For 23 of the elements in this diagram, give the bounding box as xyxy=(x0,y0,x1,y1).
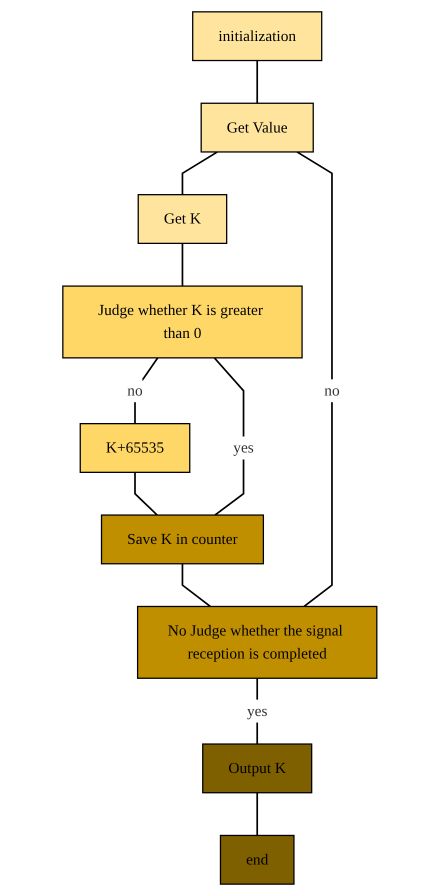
node-box: end xyxy=(220,834,295,885)
node-box: Save K in counter xyxy=(101,514,264,564)
connector xyxy=(182,564,212,608)
connector xyxy=(214,357,245,516)
edge-label: yes xyxy=(247,702,268,720)
edge-label: no xyxy=(127,382,143,399)
connector xyxy=(182,151,218,195)
connector xyxy=(134,472,158,516)
node-box: K+65535 xyxy=(80,423,191,473)
node-box: Get Value xyxy=(200,102,314,153)
node-box: Get K xyxy=(138,194,228,244)
node-box: initialization xyxy=(192,11,323,62)
edge-label: yes xyxy=(233,439,254,456)
connector xyxy=(256,792,258,836)
connector xyxy=(256,60,258,104)
connector xyxy=(296,151,333,608)
node-box: No Judge whether the signal reception is completed xyxy=(137,606,378,679)
node-box: Output K xyxy=(202,743,312,794)
node-box: Judge whether K is greater than 0 xyxy=(62,285,303,358)
connector xyxy=(134,357,159,424)
connector xyxy=(256,678,258,744)
edge-label: no xyxy=(324,382,340,399)
connector xyxy=(182,243,184,286)
